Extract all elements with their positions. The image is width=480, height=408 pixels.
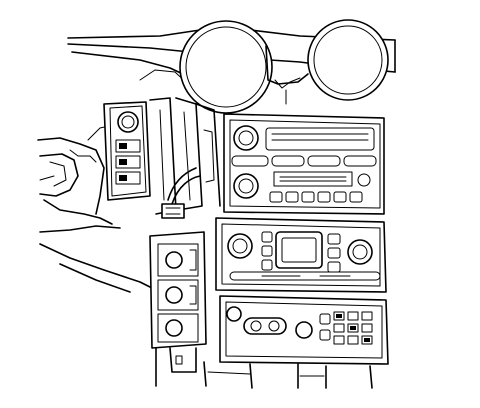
headlamp-switch-panel [103, 101, 151, 201]
steering-column-area [37, 123, 157, 293]
center-trim-column [149, 97, 221, 215]
radio-head-unit [223, 113, 385, 215]
instrument-cluster-gauge-left [179, 20, 273, 114]
instrument-cluster-gauge-right [307, 19, 389, 101]
auxiliary-switch-stack [149, 231, 207, 387]
hvac-control-panel [215, 217, 387, 293]
wiring-harness-connector [161, 167, 201, 219]
keypad [333, 311, 373, 345]
lower-console-outline [203, 361, 373, 389]
lower-control-panel [219, 295, 389, 365]
cluster-bridge [265, 45, 309, 85]
